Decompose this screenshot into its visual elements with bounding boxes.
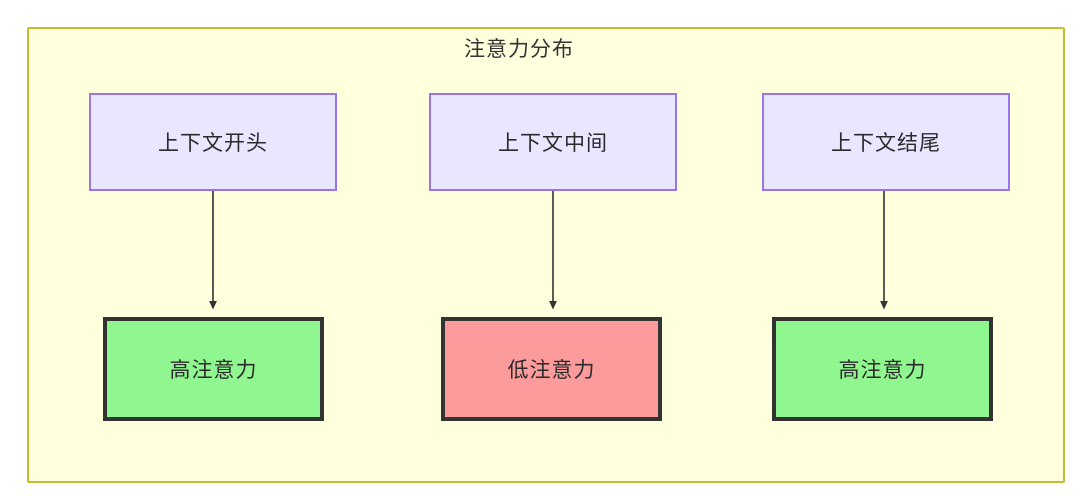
node-attention-middle-low[interactable]: 低注意力	[441, 317, 662, 421]
node-label: 上下文中间	[498, 132, 608, 155]
node-label: 上下文开头	[158, 132, 268, 155]
node-label: 低注意力	[507, 359, 596, 382]
subgraph-title: 注意力分布	[464, 38, 574, 61]
node-context-middle[interactable]: 上下文中间	[429, 93, 677, 191]
node-label: 高注意力	[169, 359, 258, 382]
node-label: 高注意力	[838, 359, 927, 382]
node-context-start[interactable]: 上下文开头	[89, 93, 337, 191]
node-label: 上下文结尾	[831, 132, 941, 155]
node-attention-start-high[interactable]: 高注意力	[103, 317, 324, 421]
node-attention-end-high[interactable]: 高注意力	[772, 317, 993, 421]
node-context-end[interactable]: 上下文结尾	[762, 93, 1010, 191]
